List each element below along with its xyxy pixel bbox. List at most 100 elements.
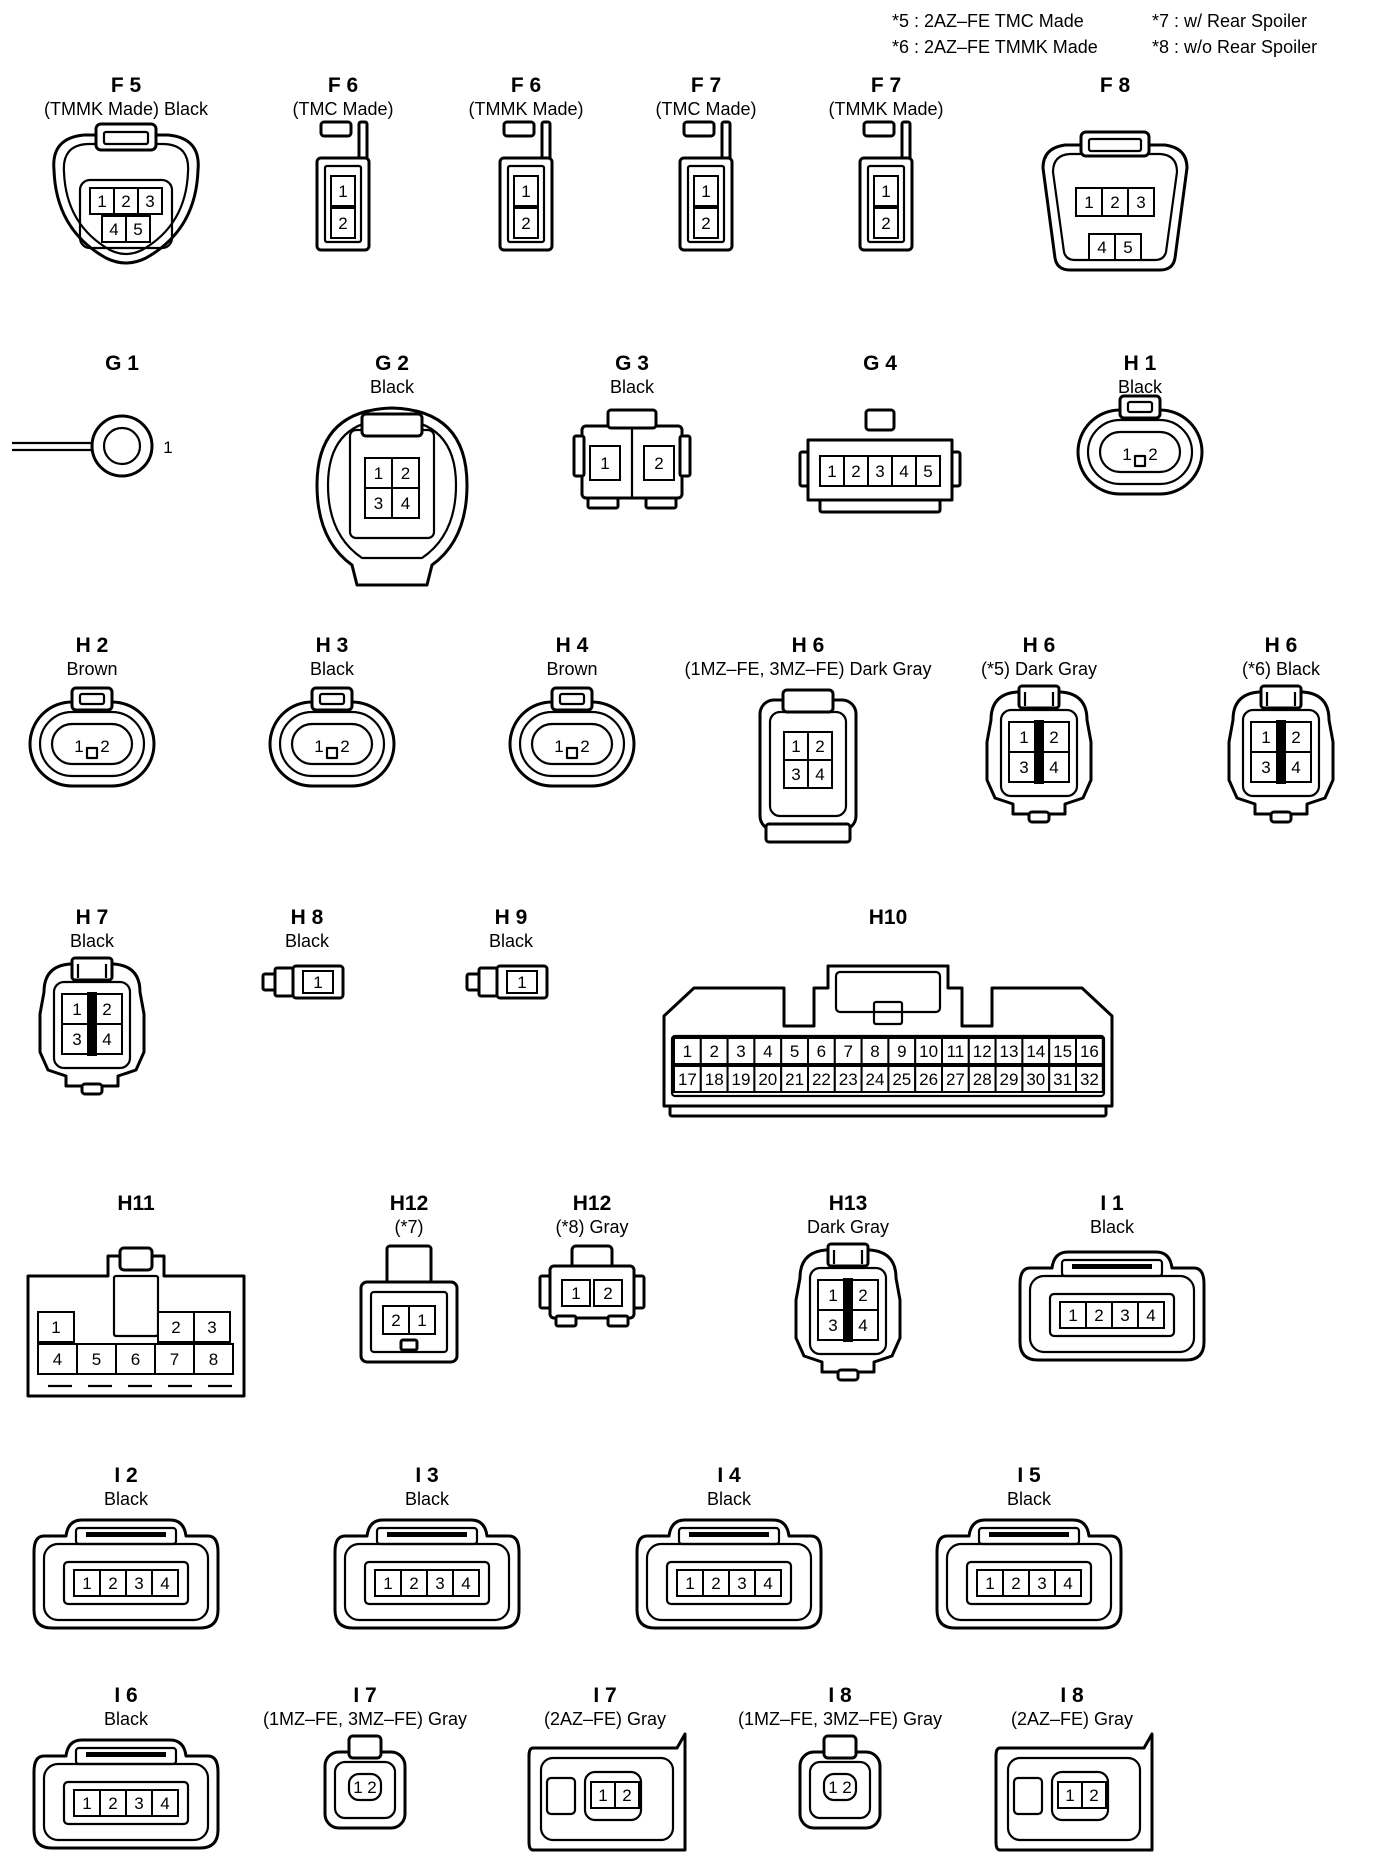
connector-label: Black — [70, 931, 115, 951]
pin-number: 2 — [1094, 1306, 1103, 1325]
pin-cell — [193, 1343, 234, 1375]
pin-number: 1 — [97, 192, 106, 211]
pin-number: 2 — [842, 1778, 851, 1797]
pin-cell — [976, 1569, 1004, 1597]
pin-cell — [426, 1569, 454, 1597]
pin-number: 5 — [923, 462, 932, 481]
pin-cell — [593, 1279, 623, 1307]
connector-id: G 1 — [105, 352, 139, 375]
pin-cell — [1075, 1037, 1104, 1065]
pin-number: 4 — [160, 1794, 169, 1813]
connector-label: (*6) Black — [1242, 659, 1321, 679]
pin-number: 30 — [1026, 1070, 1045, 1089]
connector-id: H 3 — [316, 634, 349, 657]
connector-id: H 6 — [792, 634, 825, 657]
pin-number: 4 — [53, 1350, 62, 1369]
pin-number: 1 — [417, 1311, 426, 1330]
pin-cell — [915, 455, 941, 487]
pin-number: 3 — [737, 1574, 746, 1593]
pin-cell — [37, 1343, 78, 1375]
pin-cell — [643, 445, 675, 481]
connector-label: (1MZ–FE, 3MZ–FE) Dark Gray — [684, 659, 931, 679]
pin-number: 4 — [1097, 238, 1106, 257]
pin-number: 1 — [338, 182, 347, 201]
pin-cell — [391, 487, 420, 519]
pin-number: 16 — [1080, 1042, 1099, 1061]
connector-id: H 6 — [1265, 634, 1298, 657]
pin-cell — [967, 1065, 997, 1093]
connector-id: I 7 — [353, 1684, 376, 1707]
pin-cell — [151, 1569, 179, 1597]
pin-number: 1 — [598, 1786, 607, 1805]
connector-label: (TMC Made) — [292, 99, 393, 119]
pin-number: 2 — [1148, 445, 1157, 464]
pin-number: 3 — [1019, 758, 1028, 777]
pin-number: 1 — [82, 1794, 91, 1813]
pin-number: 3 — [134, 1574, 143, 1593]
pin-cell — [1101, 187, 1129, 217]
pin-number: 4 — [401, 494, 410, 513]
pin-number: 31 — [1053, 1070, 1072, 1089]
connector-label: Black — [1118, 377, 1163, 397]
connector-label: (*5) Dark Gray — [981, 659, 1097, 679]
pin-number: 25 — [892, 1070, 911, 1089]
pin-number: 1 — [881, 182, 890, 201]
pin-number: 3 — [791, 765, 800, 784]
pin-number: 1 — [374, 464, 383, 483]
pin-cell — [1111, 1301, 1139, 1329]
connector-id: H 2 — [76, 634, 109, 657]
pin-cell — [513, 175, 539, 207]
connector-label: Black — [707, 1489, 752, 1509]
pin-cell — [753, 1037, 783, 1065]
connector-label: Black — [489, 931, 534, 951]
connector-g1: G 11 — [12, 352, 173, 478]
pin-number: 5 — [790, 1042, 799, 1061]
pin-cell — [891, 455, 917, 487]
pin-cell — [614, 1781, 640, 1809]
pin-number: 2 — [409, 1574, 418, 1593]
pin-number: 18 — [705, 1070, 724, 1089]
pin-cell — [193, 1311, 231, 1343]
pin-number: 2 — [622, 1786, 631, 1805]
pin-number: 1 — [1261, 728, 1270, 747]
pin-number: 27 — [946, 1070, 965, 1089]
pin-number: 8 — [870, 1042, 879, 1061]
pin-number: 22 — [812, 1070, 831, 1089]
pin-number: 2 — [851, 462, 860, 481]
pin-number: 1 — [1084, 193, 1093, 212]
pin-number: 1 — [314, 737, 323, 756]
pin-number: 2 — [1110, 193, 1119, 212]
pin-number: 8 — [209, 1350, 218, 1369]
pin-number: 3 — [435, 1574, 444, 1593]
connector-id: I 6 — [114, 1684, 137, 1707]
pin-number: 2 — [391, 1311, 400, 1330]
pin-number: 4 — [109, 220, 118, 239]
pin-cell — [125, 1789, 153, 1817]
pin-number: 3 — [145, 192, 154, 211]
pin-cell — [1075, 1065, 1104, 1093]
pin-cell — [400, 1569, 428, 1597]
connector-label: Black — [104, 1709, 149, 1729]
pin-number: 2 — [654, 454, 663, 473]
connector-f7b: F 7(TMMK Made)12 — [828, 74, 944, 252]
pin-cell — [330, 207, 356, 239]
pin-number: 1 — [571, 1284, 580, 1303]
pin-number: 4 — [1049, 758, 1058, 777]
connector-label: Dark Gray — [807, 1217, 889, 1237]
pin-number: 17 — [678, 1070, 697, 1089]
pin-number: 1 — [517, 973, 526, 992]
connector-id: H13 — [829, 1192, 868, 1215]
pin-number: 2 — [881, 214, 890, 233]
